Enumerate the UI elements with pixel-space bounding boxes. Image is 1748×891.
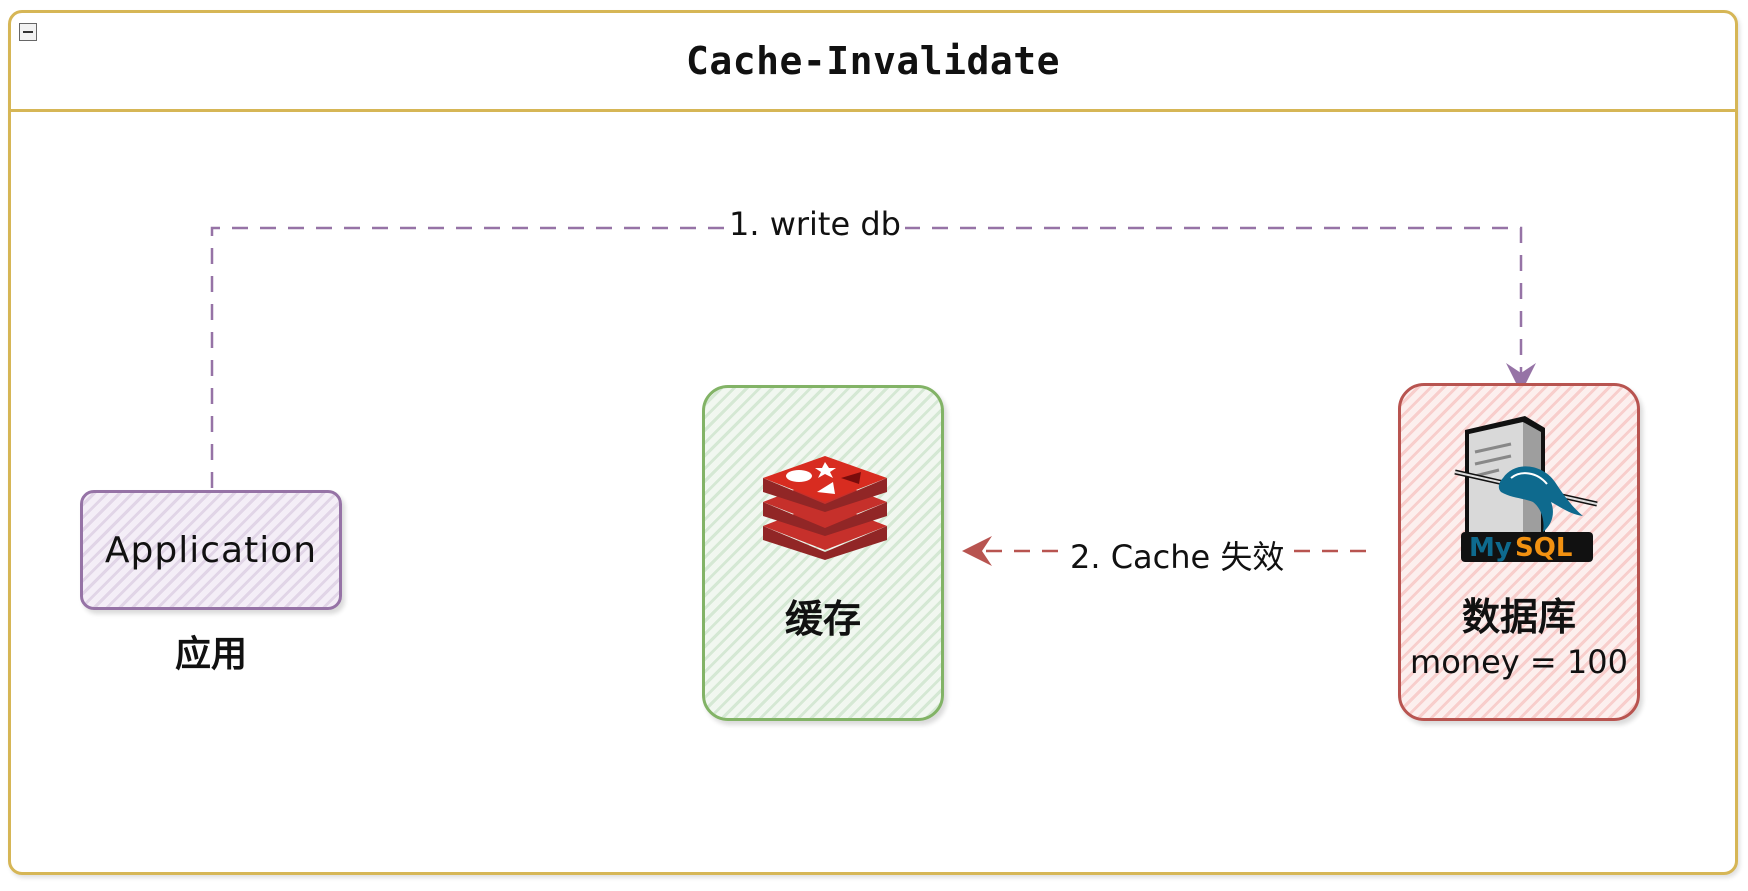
svg-text:SQL: SQL — [1515, 533, 1572, 563]
svg-text:My: My — [1469, 533, 1512, 563]
redis-icon — [763, 456, 887, 560]
diagram-title: Cache-Invalidate — [685, 39, 1061, 83]
mysql-server-icon: My SQL — [1454, 416, 1598, 563]
database-label: 数据库 — [1461, 595, 1576, 639]
application-node[interactable]: Application — [80, 490, 342, 610]
edge-label-write-db: 1. write db — [725, 205, 905, 243]
database-value: money = 100 — [1410, 643, 1628, 681]
edge-label-cache-invalidate: 2. Cache 失效 — [1066, 532, 1289, 578]
application-label: Application — [104, 529, 318, 571]
database-node[interactable]: My SQL 数据库 money = 100 — [1398, 383, 1640, 721]
application-caption: 应用 — [174, 634, 247, 675]
container-header: Cache-Invalidate — [11, 13, 1735, 112]
cache-label: 缓存 — [784, 597, 861, 641]
cache-node[interactable]: 缓存 — [702, 385, 944, 721]
collapse-button[interactable] — [19, 23, 37, 41]
